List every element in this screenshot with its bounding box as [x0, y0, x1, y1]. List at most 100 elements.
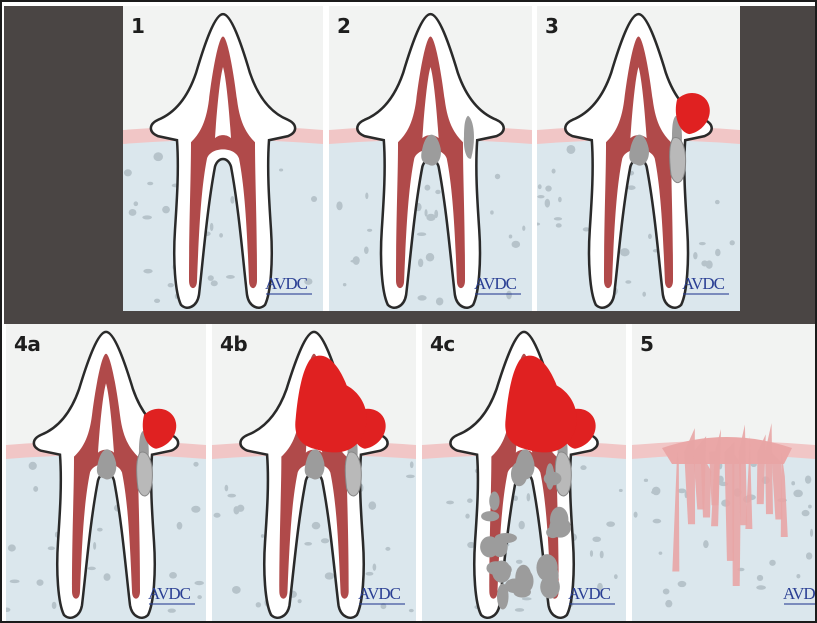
bone-pore	[169, 572, 177, 579]
tooth-illustration	[123, 6, 323, 311]
bone-pore	[425, 185, 431, 191]
root-replacement	[486, 561, 505, 575]
bone-pore	[545, 199, 550, 208]
bone-pore	[693, 252, 697, 259]
bone-pore	[230, 196, 234, 204]
bone-pore	[225, 485, 229, 492]
bone-pore	[699, 242, 706, 245]
bone-pore	[490, 210, 494, 214]
bone-pore	[256, 602, 261, 607]
bone-pore	[129, 209, 137, 216]
bone-pore	[214, 513, 221, 518]
bone-pore	[634, 512, 638, 518]
bone-pore	[537, 195, 544, 198]
bone-pore	[193, 462, 198, 467]
panel-stage-4c: 4c AVDC	[422, 324, 626, 621]
bone-pore	[154, 299, 160, 303]
bone-pore	[197, 595, 202, 599]
bone-pore	[590, 550, 593, 557]
bone-pore	[226, 275, 235, 279]
bone-pore	[219, 233, 223, 237]
bone-pore	[663, 588, 670, 594]
bone-pore	[522, 597, 532, 600]
avdc-logo: AVDC	[783, 585, 815, 611]
bone-pore	[793, 490, 803, 498]
root-replacement	[505, 579, 524, 594]
bone-pore	[385, 547, 390, 551]
bone-pore	[426, 214, 435, 221]
bone-pore	[162, 206, 170, 213]
bone-pore	[311, 196, 317, 202]
bone-pore	[208, 275, 214, 281]
panel-label: 5	[640, 332, 653, 356]
resorption-lesion	[345, 452, 361, 496]
bone-pore	[353, 256, 360, 265]
bone-pore	[653, 519, 662, 524]
avdc-logo: AVDC	[358, 585, 408, 611]
bone-pore	[558, 197, 562, 202]
tooth-illustration	[212, 324, 416, 621]
bone-pore	[417, 232, 426, 236]
bone-pore	[364, 247, 369, 254]
bone-pore	[155, 153, 159, 156]
bone-pore	[367, 229, 372, 232]
avdc-logo: AVDC	[568, 585, 618, 611]
bone-pore	[715, 249, 721, 256]
panel-label: 4c	[430, 332, 455, 356]
bone-pore	[168, 283, 174, 287]
bone-pore	[446, 501, 454, 505]
bone-pore	[806, 552, 812, 559]
bone-pore	[366, 572, 374, 576]
bone-pore	[614, 574, 618, 579]
bone-pore	[556, 223, 562, 227]
bone-pore	[659, 551, 663, 554]
bone-pore	[211, 280, 218, 286]
bone-pore	[566, 145, 575, 154]
bone-pore	[147, 182, 153, 186]
bone-pore	[321, 538, 329, 543]
bone-pore	[527, 493, 531, 501]
bone-pore	[10, 579, 20, 583]
avdc-logo: AVDC	[265, 275, 315, 301]
bone-pore	[554, 217, 562, 220]
bone-pore	[516, 560, 523, 564]
bone-pore	[802, 510, 810, 516]
root-replacement	[546, 463, 555, 490]
avdc-logo: AVDC	[474, 275, 524, 301]
bone-pore	[124, 169, 132, 176]
bone-pore	[227, 494, 236, 498]
background-block-right	[740, 6, 815, 311]
bone-pore	[93, 542, 96, 550]
root-replacement	[522, 571, 534, 591]
bone-pore	[592, 536, 601, 542]
panel-stage-2: 2 AVDC	[329, 6, 532, 311]
bone-pore	[465, 514, 469, 519]
bone-pore	[232, 586, 241, 594]
bone-pore	[642, 292, 646, 297]
bone-pore	[97, 528, 103, 532]
avdc-logo: AVDC	[682, 275, 732, 301]
bone-pore	[406, 475, 415, 478]
bone-pore	[142, 215, 152, 219]
bone-pore	[88, 567, 96, 571]
bone-pore	[153, 152, 163, 161]
bone-pore	[625, 280, 631, 284]
panel-stage-5: 5 AVDC	[632, 324, 815, 621]
bone-pore	[620, 248, 630, 256]
bone-pore	[808, 505, 812, 509]
bone-pore	[409, 609, 414, 612]
bone-pore	[652, 487, 661, 496]
panel-label: 1	[131, 14, 144, 38]
bone-pore	[678, 581, 687, 587]
bone-pore	[210, 223, 214, 231]
bone-pore	[706, 260, 713, 268]
bone-pore	[436, 297, 443, 305]
bone-pore	[467, 498, 473, 503]
tooth-illustration	[329, 6, 532, 311]
bone-pore	[368, 501, 376, 510]
resorption-lesion	[670, 137, 686, 182]
panel-label: 3	[545, 14, 558, 38]
bone-pore	[343, 283, 347, 286]
bone-pore	[365, 193, 368, 200]
